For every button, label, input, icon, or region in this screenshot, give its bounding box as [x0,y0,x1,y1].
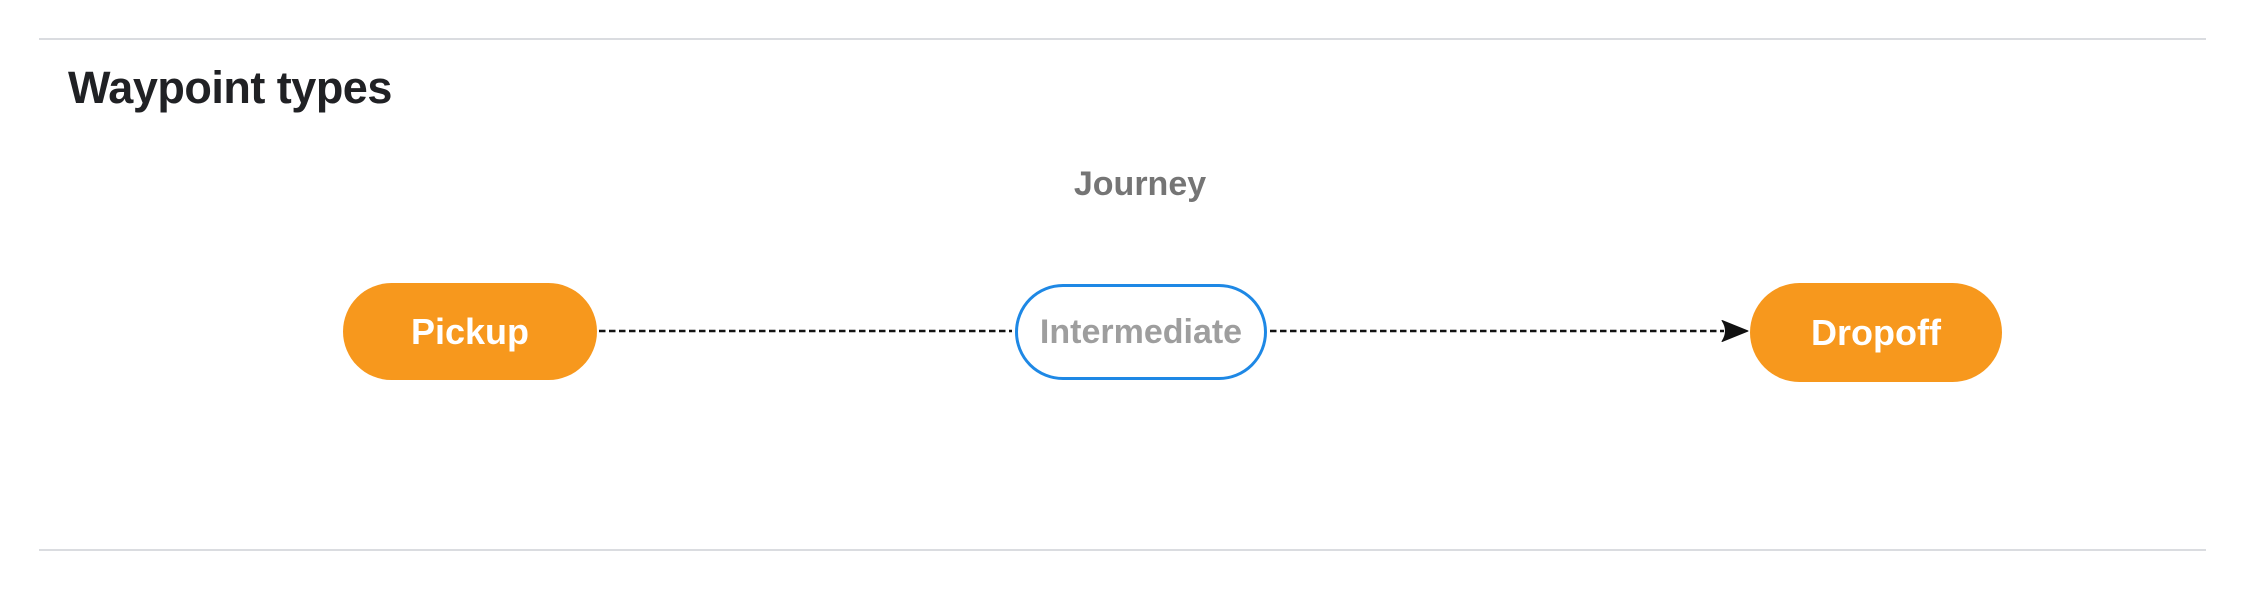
node-intermediate: Intermediate [1015,284,1267,380]
node-pickup-label: Pickup [410,310,530,352]
node-dropoff: Dropoff [1750,283,2002,382]
diagram-title: Journey [1073,165,1207,203]
node-pickup: Pickup [343,283,597,380]
node-intermediate-label: Intermediate [1039,312,1243,351]
top-divider [39,38,2206,40]
node-dropoff-label: Dropoff [1811,311,1941,353]
arrowhead-icon [1721,320,1749,342]
bottom-divider [39,549,2206,551]
page-title: Waypoint types [68,62,392,113]
